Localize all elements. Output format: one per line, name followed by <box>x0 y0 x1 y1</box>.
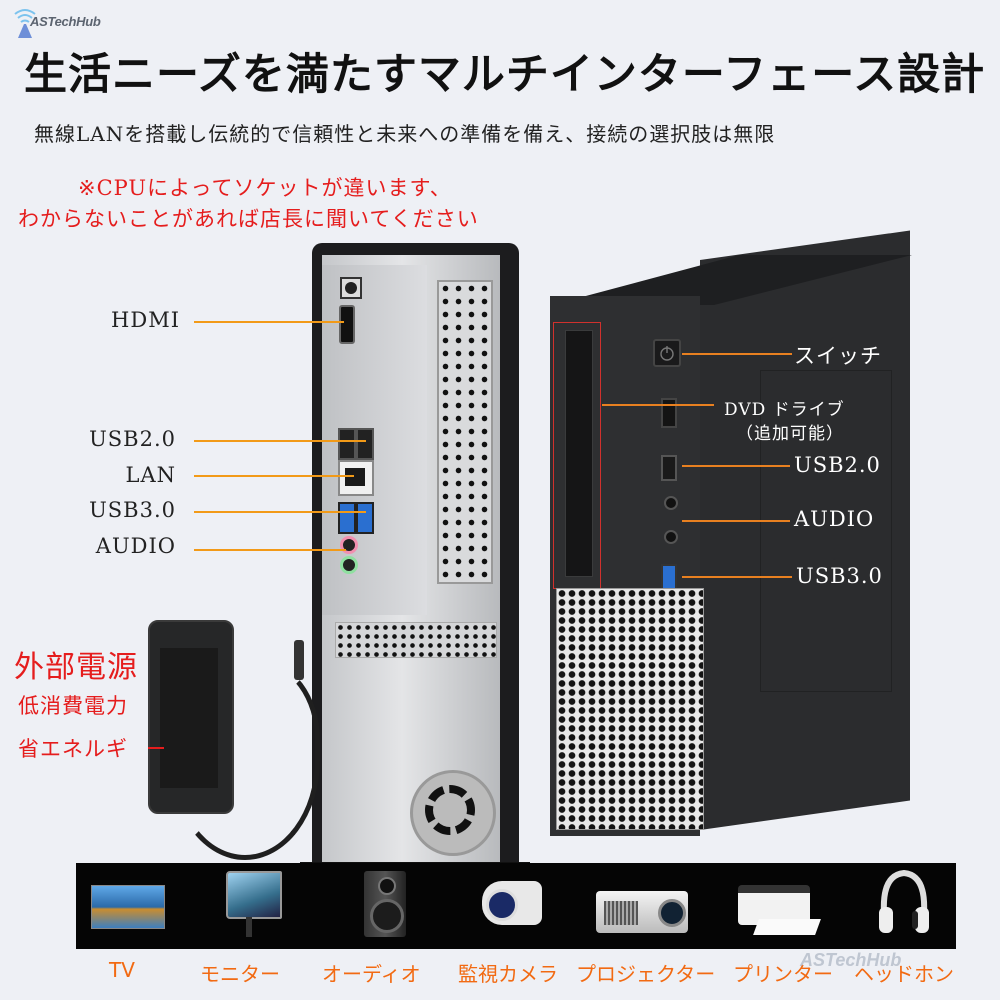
hdmi-port-icon <box>339 305 355 344</box>
lan-port-icon <box>338 460 374 496</box>
printer-paper <box>753 919 821 935</box>
dvd-bay-icon <box>565 330 593 577</box>
leader-line <box>682 465 790 467</box>
leader-line <box>148 747 164 749</box>
power-adapter-feature-2: 省エネルギ <box>18 737 128 761</box>
tv-icon <box>91 885 165 929</box>
power-cable <box>170 660 320 860</box>
rear-label-usb3: USB3.0 <box>89 498 176 522</box>
front-label-usb3: USB3.0 <box>796 564 883 588</box>
projector-icon <box>596 891 688 933</box>
usb3-port-icon <box>338 502 356 534</box>
device-label-projector: プロジェクター <box>576 962 716 986</box>
leader-line <box>682 353 792 355</box>
rear-label-usb2: USB2.0 <box>89 427 176 451</box>
leader-line <box>682 520 790 522</box>
rear-label-hdmi: HDMI <box>111 308 180 332</box>
card-reader-icon <box>661 398 677 428</box>
brand-watermark: ASTechHub <box>800 950 902 970</box>
compatible-devices-strip <box>76 863 956 949</box>
device-label-printer: プリンター <box>733 962 833 986</box>
power-symbol-icon <box>660 346 674 361</box>
rear-power-switch-icon <box>340 277 362 299</box>
expansion-slot-cover <box>437 280 493 584</box>
fan-grill-icon <box>410 770 496 856</box>
device-label-camera: 監視カメラ <box>458 962 558 986</box>
front-vent-grill <box>556 588 704 830</box>
side-emboss <box>760 370 892 692</box>
front-usb3-port-icon <box>661 564 677 590</box>
cpu-notice-line1: ※CPUによってソケットが違います、 <box>78 176 452 200</box>
device-label-headphones: ヘッドホン <box>854 962 954 986</box>
leader-line <box>194 440 366 442</box>
front-mic-jack-icon <box>664 496 678 510</box>
page-title: 生活ニーズを満たすマルチインターフェース設計 <box>24 50 986 100</box>
mic-jack-icon <box>340 536 358 554</box>
brand-logo-text: ASTechHub <box>30 14 101 29</box>
adapter-spec-label <box>160 648 218 788</box>
audio-out-jack-icon <box>340 556 358 574</box>
leader-line <box>194 321 344 323</box>
device-label-audio: オーディオ <box>322 962 421 986</box>
power-adapter-title: 外部電源 <box>14 650 138 685</box>
leader-line <box>602 404 714 406</box>
power-button-icon <box>653 339 681 367</box>
front-label-usb2: USB2.0 <box>794 453 881 477</box>
headphones-icon <box>876 869 932 939</box>
rear-label-audio: AUDIO <box>95 534 176 558</box>
leader-line <box>194 549 346 551</box>
monitor-icon <box>226 871 282 919</box>
dc-plug-icon <box>294 640 304 680</box>
usb2-port-icon <box>356 428 374 460</box>
page-subtitle: 無線LANを搭載し伝統的で信頼性と未来への準備を備え、接続の選択肢は無限 <box>34 122 776 146</box>
speaker-icon <box>364 871 406 937</box>
brand-logo <box>12 6 122 40</box>
usb3-port-icon <box>356 502 374 534</box>
leader-line <box>194 511 366 513</box>
front-usb2-port-icon <box>661 455 677 481</box>
power-adapter-feature-1: 低消費電力 <box>18 694 128 718</box>
usb2-port-icon <box>338 428 356 460</box>
security-camera-icon <box>482 881 542 925</box>
device-label-monitor: モニター <box>200 962 280 986</box>
leader-line <box>194 475 354 477</box>
front-headphone-jack-icon <box>664 530 678 544</box>
front-label-dvd-sub: （追加可能） <box>736 424 844 444</box>
cpu-notice-line2: わからないことがあれば店長に聞いてください <box>18 207 479 231</box>
device-label-tv: TV <box>109 958 135 982</box>
front-label-switch: スイッチ <box>794 344 882 368</box>
monitor-stand <box>246 917 252 937</box>
front-label-audio: AUDIO <box>794 507 875 531</box>
rear-vent <box>335 622 497 658</box>
front-label-dvd: DVD ドライブ <box>724 400 845 420</box>
rear-label-lan: LAN <box>125 463 176 487</box>
leader-line <box>682 576 792 578</box>
printer-icon <box>738 885 810 925</box>
wifi-logo-icon <box>14 9 36 38</box>
